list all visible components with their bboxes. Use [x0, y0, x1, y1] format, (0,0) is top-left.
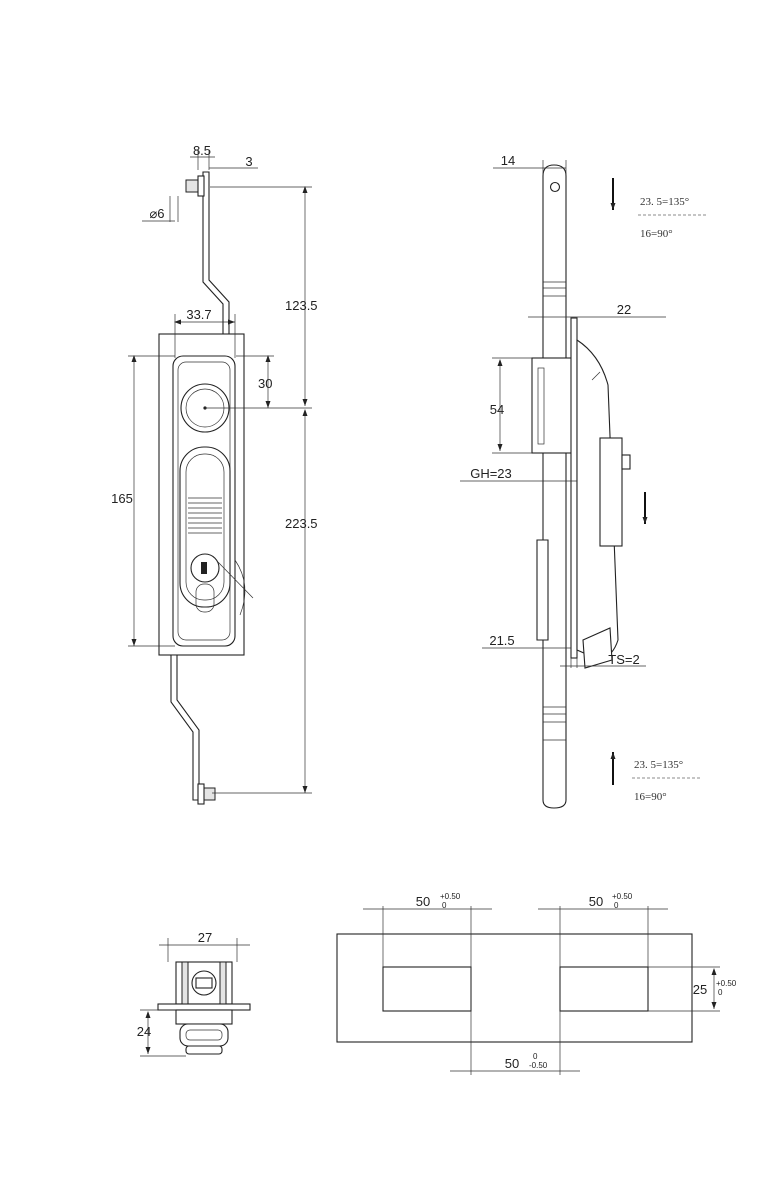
dim-h-tol-up: +0.50: [716, 979, 737, 988]
dim-h: 25: [693, 982, 707, 997]
dim-w-left: 50: [416, 894, 430, 909]
side-rod: [542, 164, 567, 809]
dim-54: 54: [490, 402, 504, 417]
key-slot: [195, 583, 215, 613]
dim-24: 24: [137, 1024, 151, 1039]
note-bottom-line2: 16=90°: [634, 791, 667, 803]
dim-w-left-tol-up: +0.50: [440, 892, 461, 901]
cutout-right: [559, 966, 649, 1012]
dim-gap-tol-low: -0.50: [529, 1061, 548, 1070]
upper-pin-collar: [197, 175, 205, 197]
dim-123-5: 123.5: [285, 298, 318, 313]
base-plate: [157, 1003, 251, 1011]
dim-w-right-tol-low: 0: [614, 901, 619, 910]
body-rib-2: [219, 961, 227, 1005]
dim-gh: GH=23: [470, 466, 512, 481]
note-top-line1: 23. 5=135°: [640, 196, 689, 208]
dim-phi6: ⌀6: [149, 206, 164, 221]
housing-rib: [537, 367, 545, 445]
dim-33-7: 33.7: [186, 307, 211, 322]
handle-bottom-inner: [185, 1029, 223, 1041]
dim-w-right: 50: [589, 894, 603, 909]
handle-tip: [621, 454, 631, 470]
dim-27: 27: [198, 930, 212, 945]
handle-foot: [185, 1045, 223, 1055]
latch-leader: [217, 561, 254, 599]
dim-14: 14: [501, 153, 515, 168]
handle-bottom: [179, 1023, 229, 1047]
dim-8-5: 8.5: [193, 143, 211, 158]
latch-curve: [234, 559, 246, 616]
handle-grip-profile: [599, 437, 623, 547]
dim-h-tol-low: 0: [718, 988, 723, 997]
body-rib-1: [181, 961, 189, 1005]
lower-pin-collar: [197, 783, 205, 805]
lower-pin: [202, 787, 216, 801]
keyhole-icon: [201, 562, 207, 574]
bottom-view: 27 24: [137, 930, 251, 1057]
grip-ridges: [188, 497, 222, 534]
note-top-line2: 16=90°: [640, 228, 673, 240]
upper-pin: [185, 179, 199, 193]
dim-gap: 50: [505, 1056, 519, 1071]
profile-hatch: [591, 371, 601, 381]
dim-w-left-tol-low: 0: [442, 901, 447, 910]
cutout-view: 50 +0.50 0 50 +0.50 0 25 +0.50 0 50 0 -0…: [336, 892, 737, 1075]
dim-w-right-tol-up: +0.50: [612, 892, 633, 901]
grip-slot: [179, 446, 231, 608]
lower-latch: [536, 539, 549, 641]
lock-housing: [531, 357, 577, 454]
dim-22: 22: [617, 302, 631, 317]
dim-3: 3: [245, 154, 252, 169]
dim-gap-tol-up: 0: [533, 1052, 538, 1061]
dim-165: 165: [111, 491, 133, 506]
cam-core: [195, 977, 213, 989]
dim-21-5: 21.5: [489, 633, 514, 648]
panel-plate: [570, 317, 578, 659]
note-bottom-line1: 23. 5=135°: [634, 759, 683, 771]
cutout-left: [382, 966, 472, 1012]
lower-rod: [170, 654, 200, 801]
rod-hole: [549, 181, 561, 193]
grip-slot-inner: [185, 453, 225, 601]
front-view: 8.5 3 ⌀6 33.7 123.5 223.5 30 165: [111, 143, 318, 805]
handle-base: [175, 1009, 233, 1025]
side-view: 23. 5=135° 16=90° 23. 5=135° 16=90° 14 2…: [460, 153, 706, 809]
latch-foot: [582, 627, 613, 669]
dim-30: 30: [258, 376, 272, 391]
dim-223-5: 223.5: [285, 516, 318, 531]
dim-ts: TS=2: [608, 652, 639, 667]
